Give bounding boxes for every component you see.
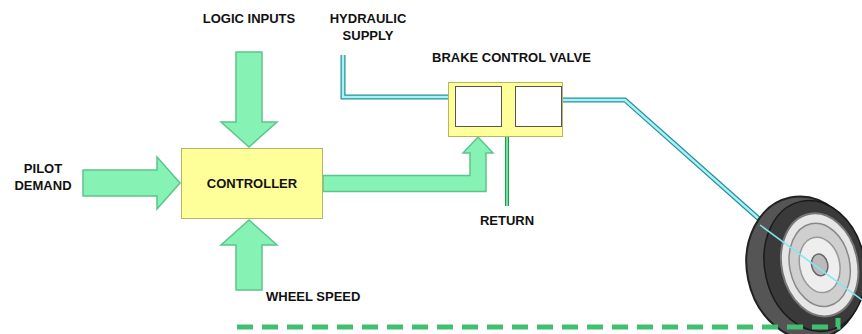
valve-chamber [455,86,502,127]
wheel-speed-signal [237,318,838,327]
signal-label: RETURN [472,212,542,229]
valve-title: BRAKE CONTROL VALVE [432,49,591,66]
wheel [733,185,862,334]
signal-label: LOGIC INPUTS [200,10,298,27]
return-line-core [506,136,508,206]
axle-line [760,225,862,300]
return-line [505,136,509,206]
controller-box: CONTROLLER [181,148,323,219]
control-signal-arrow [323,137,493,192]
logic-inputs-arrow [221,52,277,147]
wheel-speed-arrow [221,220,277,290]
valve-box: BRAKE CONTROL VALVE [448,82,563,137]
signal-label: WHEEL SPEED [266,288,376,305]
node-text: CONTROLLER [207,175,297,192]
valve-chamber [515,86,562,127]
signal-label: PILOT DEMAND [8,160,78,194]
pilot-demand-arrow [83,157,180,209]
signal-label: HYDRAULIC SUPPLY [318,10,418,44]
